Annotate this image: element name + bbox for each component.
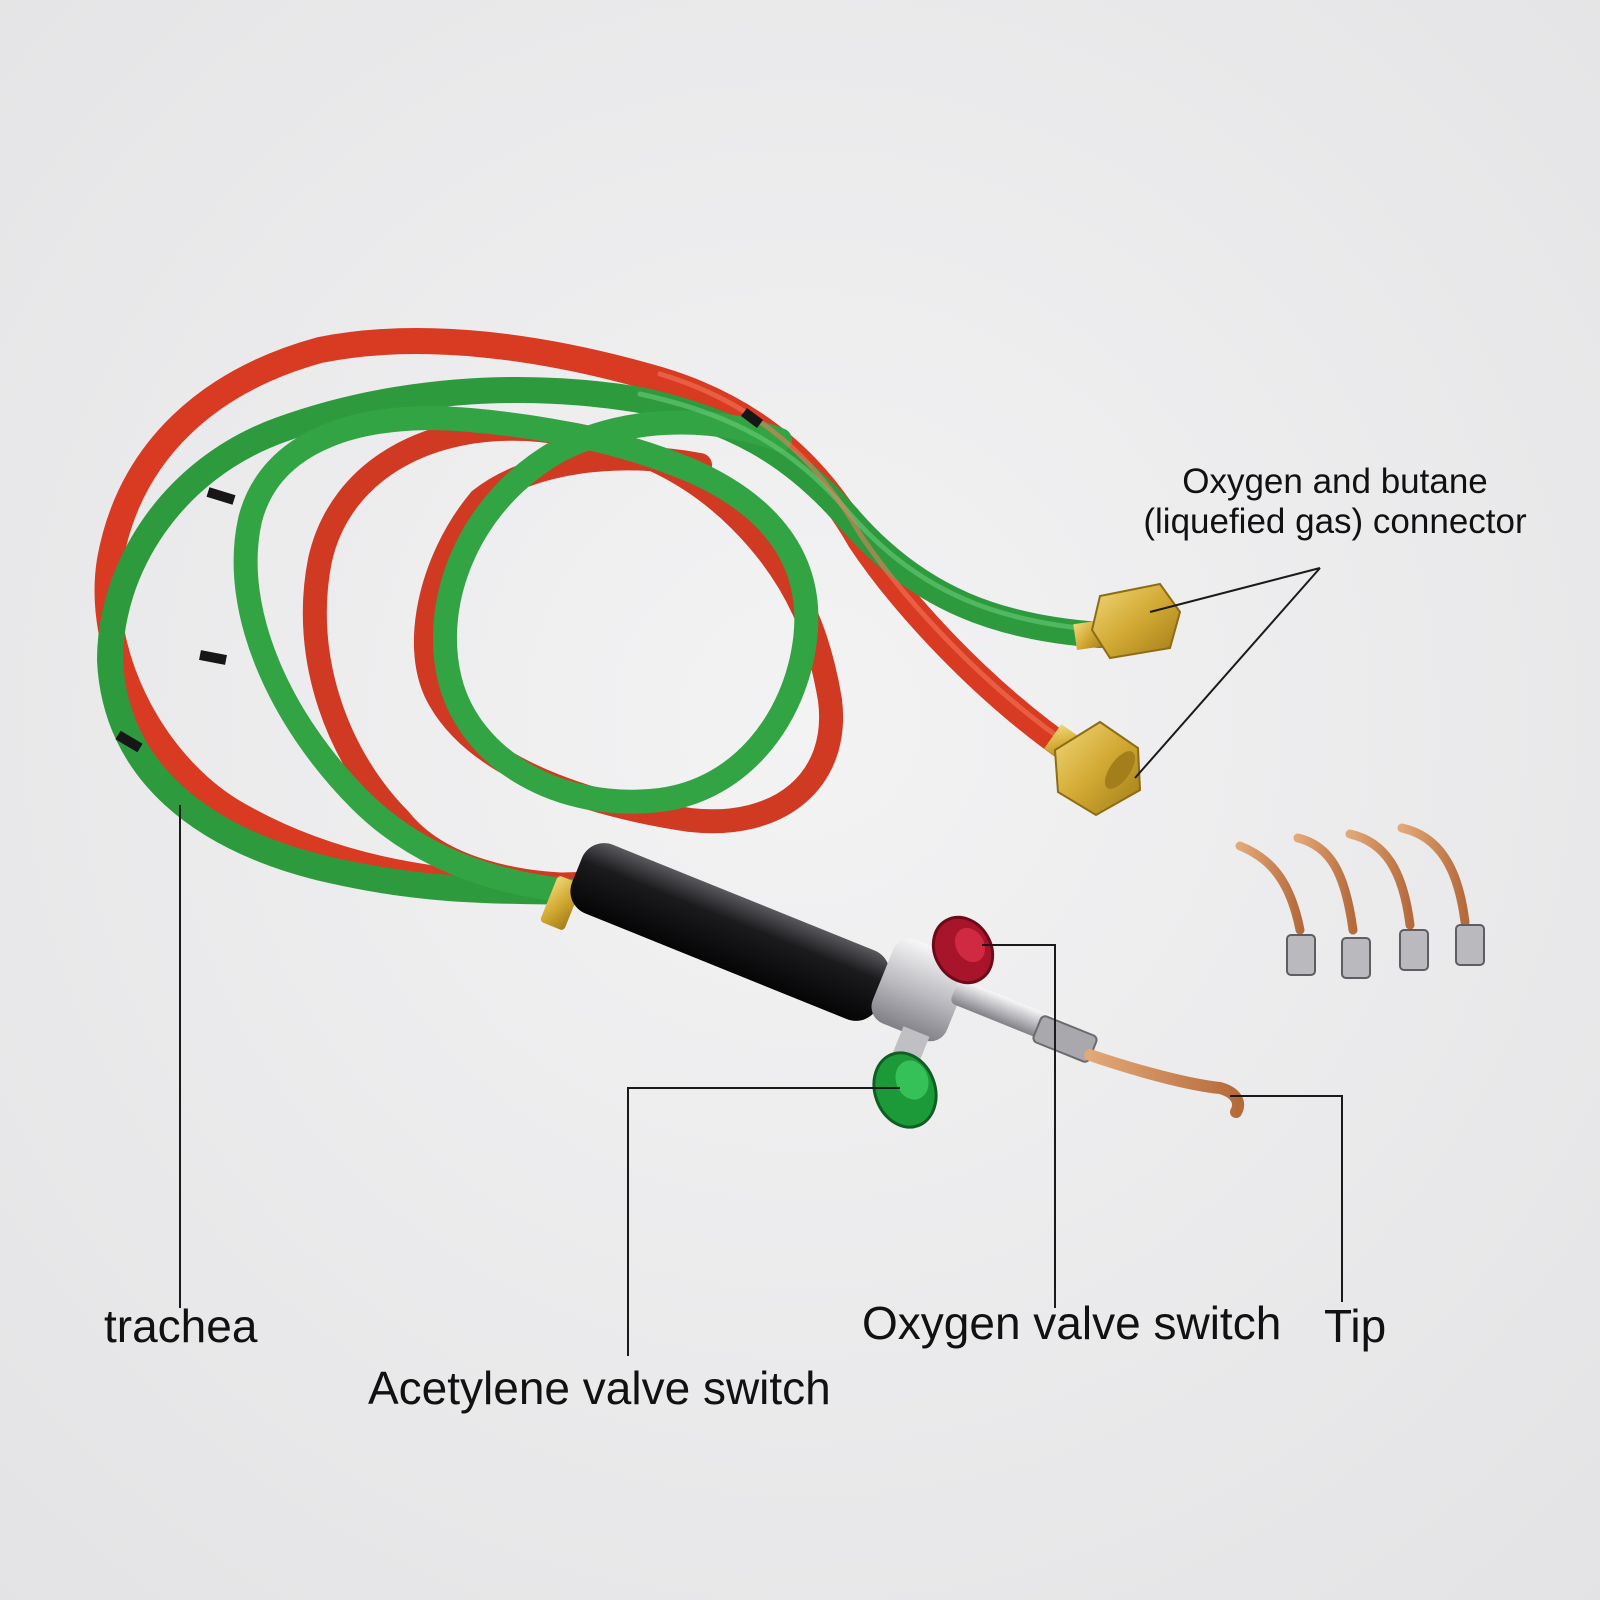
connector-label-line2: (liquefied gas) connector bbox=[1143, 502, 1527, 542]
torch-handle bbox=[540, 843, 1245, 1118]
black-grip bbox=[570, 843, 890, 1021]
connector-label-line1: Oxygen and butane bbox=[1182, 462, 1488, 501]
spare-tip bbox=[1345, 829, 1429, 971]
leader-connector-a bbox=[1149, 567, 1321, 613]
spare-tip bbox=[1293, 833, 1371, 979]
leader-connector-b bbox=[1134, 567, 1321, 779]
spare-tips bbox=[1235, 823, 1485, 979]
green-hose-loop bbox=[233, 406, 819, 904]
leader-lines bbox=[179, 567, 1343, 1356]
oxygen-valve-knob bbox=[931, 915, 995, 985]
leader-tip bbox=[1230, 1095, 1343, 1302]
spare-tip bbox=[1397, 823, 1485, 966]
oxygen-valve-label: Oxygen valve switch bbox=[862, 1297, 1282, 1349]
leader-acetylene bbox=[627, 1087, 900, 1356]
brass-connector-red bbox=[1044, 720, 1142, 817]
acetylene-valve-label: Acetylene valve switch bbox=[368, 1362, 831, 1414]
brass-connector-green bbox=[1073, 582, 1182, 660]
trachea-label: trachea bbox=[104, 1300, 258, 1352]
hose-bundle bbox=[94, 328, 1113, 905]
torch-tip bbox=[1084, 1049, 1245, 1118]
hose-clips bbox=[115, 408, 763, 753]
leader-oxygen bbox=[982, 944, 1056, 1308]
connector-label: Oxygen and butane (liquefied gas) connec… bbox=[1115, 462, 1555, 543]
acetylene-valve-knob bbox=[872, 1026, 938, 1129]
spare-tip bbox=[1235, 841, 1316, 976]
tip-label: Tip bbox=[1324, 1300, 1387, 1352]
